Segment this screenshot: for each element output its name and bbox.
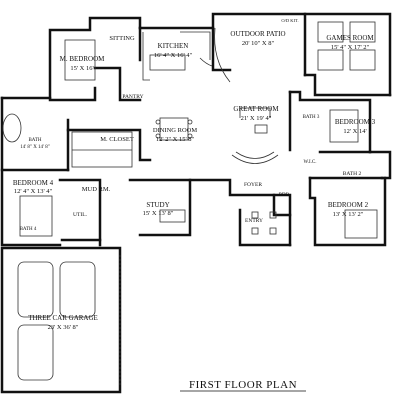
room-bedroom-3-name: BEDROOM 3 — [335, 118, 376, 126]
room-m-closet-name: M. CLOSET — [100, 136, 134, 143]
room-bath-3-name: BATH 3 — [303, 115, 320, 120]
room-great-dims: 21' X 19' 4" — [241, 115, 272, 122]
plan-title: FIRST FLOOR PLAN — [189, 379, 297, 391]
room-bedroom-2-name: BEDROOM 2 — [328, 201, 369, 209]
room-util-name: UTIL. — [73, 212, 88, 218]
room-bedroom-4-dims: 12' 4" X 13' 4" — [14, 188, 53, 195]
room-wic-name: W.I.C. — [303, 160, 316, 165]
room-kitchen-dims: 16' 4" X 16' 4" — [154, 52, 193, 59]
room-m-bedroom-name: M. BEDROOM — [60, 55, 106, 63]
room-study-name: STUDY — [146, 201, 169, 209]
room-entry-name: ENTRY — [245, 218, 263, 224]
room-pantry-name: PANTRY — [122, 94, 143, 100]
room-dining-name: DINING ROOM — [153, 127, 197, 134]
room-sitting-name: SITTING — [109, 35, 135, 42]
room-bedroom-3-dims: 12' X 14' — [343, 128, 366, 135]
room-bedroom-2-dims: 13' X 13' 2" — [333, 211, 364, 218]
room-outdoor-patio-dims: 20' 10" X 8" — [242, 40, 275, 47]
room-bedroom-4-name: BEDROOM 4 — [13, 179, 54, 187]
room-foyer-name: FOYER — [244, 182, 262, 188]
room-bath-master-name: BATH — [28, 138, 41, 143]
room-bath-2-name: BATH 2 — [343, 171, 362, 177]
room-study-dims: 15' X 13' 8" — [143, 210, 174, 217]
walls — [0, 12, 392, 394]
room-kitchen-name: KITCHEN — [158, 42, 189, 50]
room-garage-name: THREE CAR GARAGE — [28, 314, 98, 322]
room-pdr-name: PDR — [279, 192, 290, 198]
room-games-dims: 15' 4" X 17' 2" — [331, 44, 370, 51]
room-outdoor-kit-name: O/D KIT. — [281, 18, 298, 23]
interior-details — [2, 21, 378, 385]
room-great-name: GREAT ROOM — [233, 105, 279, 113]
room-outdoor-patio-name: OUTDOOR PATIO — [230, 30, 285, 38]
room-dining-dims: 12' 2" X 15' 8" — [156, 136, 195, 143]
room-garage-dims: 23' X 36' 8" — [48, 324, 79, 331]
room-games-name: GAMES ROOM — [326, 34, 374, 42]
room-m-bedroom-dims: 15' X 16' — [70, 65, 93, 72]
room-bath-master-dims: 14' 8" X 14' 8" — [20, 145, 50, 150]
room-labels: OUTDOOR PATIO 20' 10" X 8" O/D KIT. GAME… — [13, 18, 376, 331]
room-mud-rm-name: MUD RM. — [82, 186, 111, 193]
room-bath-4-name: BATH 4 — [20, 227, 37, 232]
